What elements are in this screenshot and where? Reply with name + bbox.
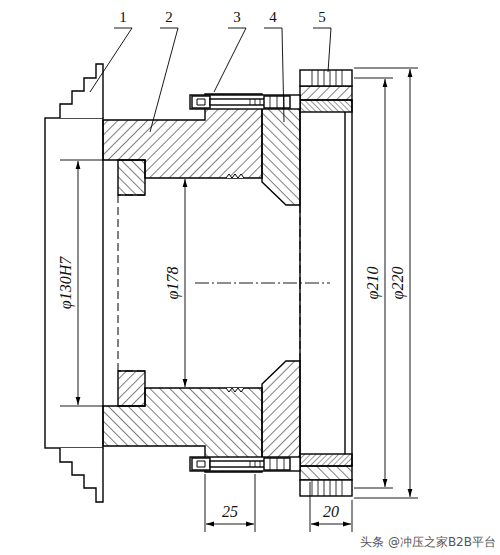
dimension-line [185, 179, 186, 387]
extension-line [205, 474, 206, 532]
extension-line [354, 78, 393, 79]
callout-number: 1 [118, 10, 128, 25]
center-line [195, 283, 330, 284]
screw-shank [210, 99, 266, 105]
dimension-label: 20 [322, 504, 340, 520]
elastic-sleeve-wall [344, 112, 345, 283]
elastic-sleeve-wall [351, 100, 352, 283]
callout-number: 4 [268, 10, 278, 25]
hex-socket [197, 99, 205, 105]
callout-number: 3 [232, 10, 242, 25]
extension-line [60, 160, 103, 161]
inner-sleeve [118, 160, 145, 195]
elastic-sleeve-lip [300, 100, 352, 112]
cone-ring [262, 100, 300, 205]
callout-number: 5 [317, 10, 327, 25]
extension-line [352, 500, 353, 532]
screw-thread [250, 99, 260, 105]
chuck-body [45, 118, 103, 448]
leader-line [264, 28, 284, 122]
dimension-label: φ130H7 [58, 256, 74, 310]
screw-nut [264, 96, 290, 108]
extension-line [354, 68, 418, 69]
dimension-line [78, 161, 79, 405]
workpiece-outline [118, 195, 300, 283]
screw-thread [312, 70, 342, 86]
flange-ring [300, 86, 352, 100]
dimension-label: φ178 [165, 266, 181, 301]
dimension-line [311, 524, 351, 525]
extension-line [310, 482, 311, 532]
extension-line [255, 474, 256, 532]
leader-line [90, 28, 132, 92]
leader-line [313, 28, 331, 72]
callout-number: 2 [164, 10, 174, 25]
dimension-line [206, 524, 254, 525]
leader-line [214, 28, 246, 92]
dimension-line [385, 79, 386, 487]
dimension-line [410, 69, 411, 497]
dimension-label: φ210 [365, 266, 381, 301]
leader-line [150, 28, 178, 132]
screw-5 [300, 70, 352, 86]
screw-thread [270, 96, 284, 108]
watermark: 头条 @冲压之家B2B平台 [359, 536, 497, 548]
screw-head [192, 96, 210, 108]
dimension-label: 25 [221, 504, 239, 520]
thread-mark [226, 174, 244, 178]
dimension-label: φ220 [390, 266, 406, 301]
chuck-jaw [60, 64, 103, 118]
